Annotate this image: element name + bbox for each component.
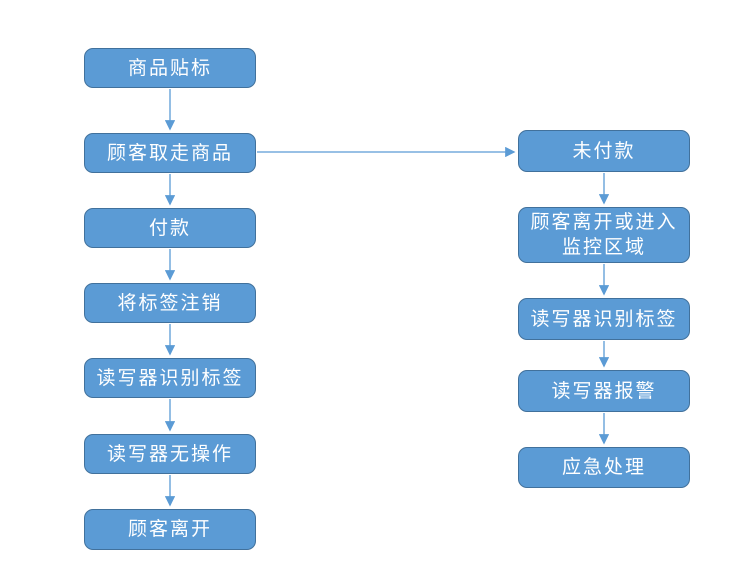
flow-node-label: 读写器识别标签 <box>530 307 678 330</box>
flow-node-label: 读写器无操作 <box>106 442 233 465</box>
flow-node-unpaid: 未付款 <box>518 130 690 172</box>
flow-node-label: 商品贴标 <box>127 56 212 79</box>
flow-node-label: 读写器报警 <box>551 379 657 402</box>
flow-node-reader-no-operation: 读写器无操作 <box>84 434 256 474</box>
flow-node-label: 将标签注销 <box>117 291 223 314</box>
flow-node-label: 顾客离开 <box>127 518 212 541</box>
flow-node-label: 付款 <box>148 216 191 239</box>
flow-node-emergency-handling: 应急处理 <box>518 447 690 488</box>
flow-node-payment: 付款 <box>84 208 256 248</box>
flow-node-reader-identifies-tag-right: 读写器识别标签 <box>518 298 690 340</box>
flow-node-label: 未付款 <box>572 139 636 162</box>
flow-node-label: 读写器识别标签 <box>96 366 244 389</box>
flow-node-label: 应急处理 <box>561 456 646 479</box>
flow-node-customer-leaves: 顾客离开 <box>84 509 256 550</box>
flow-node-label: 顾客取走商品 <box>106 141 233 164</box>
flow-node-customer-takes-product: 顾客取走商品 <box>84 133 256 173</box>
flow-node-reader-alarm: 读写器报警 <box>518 370 690 412</box>
flow-node-customer-leaves-or-enters-monitored-area: 顾客离开或进入 监控区域 <box>518 207 690 263</box>
flow-node-reader-identifies-tag: 读写器识别标签 <box>84 358 256 398</box>
flow-node-product-labeling: 商品贴标 <box>84 48 256 88</box>
flow-node-label: 顾客离开或进入 监控区域 <box>530 211 678 258</box>
flow-node-deactivate-tag: 将标签注销 <box>84 283 256 323</box>
